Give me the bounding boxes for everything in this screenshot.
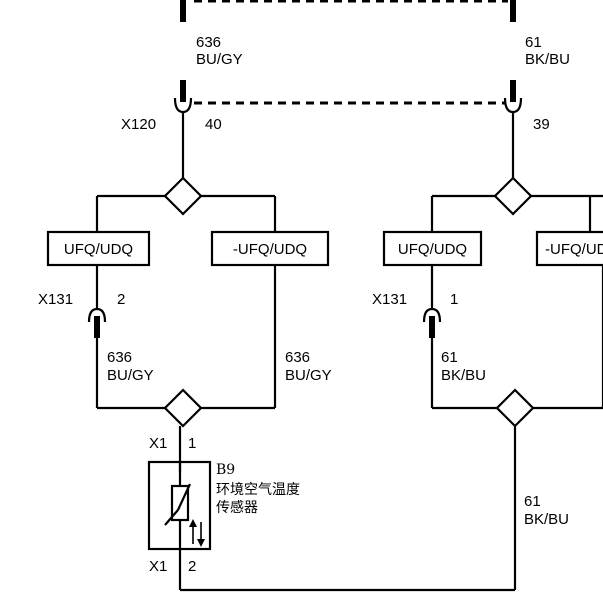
left-branch-wire-left-color: BU/GY [107, 367, 154, 384]
left-branch-wire-left-id: 636 [107, 349, 132, 366]
x120-pin-left: 40 [205, 116, 222, 133]
top-right-wire-color: BK/BU [525, 51, 570, 68]
sensor-name-line2: 传感器 [216, 499, 258, 516]
sensor-ref: B9 [216, 462, 235, 478]
left-option-box-2-label: -UFQ/UDQ [233, 241, 307, 258]
left-x131-label: X131 [38, 291, 73, 308]
left-option-box-1 [46, 230, 151, 267]
left-x131-pin-stub [94, 316, 100, 338]
left-x131-pin: 2 [117, 291, 125, 308]
sensor-pin-bottom: 2 [188, 558, 196, 575]
top-right-wire-id: 61 [525, 34, 542, 51]
right-x131-label: X131 [372, 291, 407, 308]
right-option-box-2 [535, 230, 603, 267]
temp-arrow-up-head [189, 519, 197, 527]
top-left-wire-color: BU/GY [196, 51, 243, 68]
top-left-stub [180, 0, 186, 22]
right-bottom-splice [495, 388, 535, 428]
thermistor-slash [164, 509, 179, 526]
right-option-box-2-label: -UFQ/UDQ [545, 241, 603, 258]
thermistor-slash-2 [177, 483, 191, 511]
left-top-splice [163, 176, 203, 216]
left-option-box-1-label: UFQ/UDQ [64, 241, 133, 258]
right-x131-cup [422, 307, 442, 323]
top-right-stub [510, 0, 516, 22]
sensor-x1-bottom-label: X1 [149, 558, 167, 575]
x120-right-pin [510, 80, 516, 102]
right-option-box-1-label: UFQ/UDQ [398, 241, 467, 258]
left-branch-wire-right-id: 636 [285, 349, 310, 366]
return-wire-color: BK/BU [524, 511, 569, 528]
x120-pin-right: 39 [533, 116, 550, 133]
top-left-wire-id: 636 [196, 34, 221, 51]
right-top-splice [493, 176, 533, 216]
right-branch-wire-left-color: BK/BU [441, 367, 486, 384]
sensor-name-line1: 环境空气温度 [216, 482, 300, 498]
sensor-pin-top: 1 [188, 435, 196, 452]
left-bottom-splice [163, 388, 203, 428]
left-x131-cup [87, 307, 107, 323]
right-branch-wire-left-id: 61 [441, 349, 458, 366]
sensor-x1-top-label: X1 [149, 435, 167, 452]
temp-arrow-down-head [197, 539, 205, 547]
x120-connector-label: X120 [121, 116, 156, 133]
x120-left-pin [180, 80, 186, 102]
left-option-box-2 [210, 230, 330, 267]
right-x131-pin: 1 [450, 291, 458, 308]
left-branch-wire-right-color: BU/GY [285, 367, 332, 384]
right-x131-pin-stub [429, 316, 435, 338]
return-wire-id: 61 [524, 493, 541, 510]
